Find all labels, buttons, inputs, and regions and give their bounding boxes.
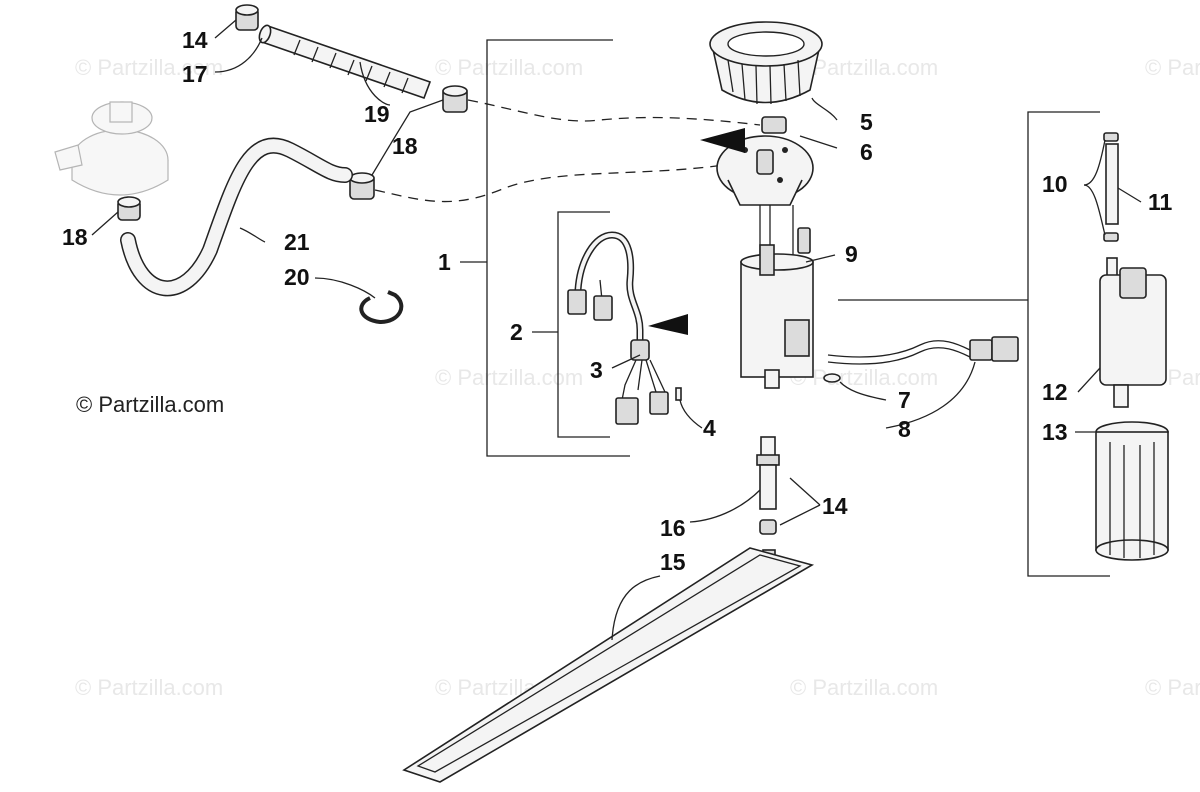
direction-arrow xyxy=(648,314,688,335)
callout-14: 14 xyxy=(822,493,848,519)
watermark: © Partzilla.com xyxy=(435,55,583,80)
hose-clamp xyxy=(117,196,141,221)
watermark: © Partzilla.com xyxy=(75,675,223,700)
lock-ring xyxy=(709,21,823,105)
bracket-assembly-1 xyxy=(460,39,630,457)
fuel-pump xyxy=(1099,132,1167,408)
callout-11: 11 xyxy=(1148,189,1173,215)
callout-15: 15 xyxy=(660,549,686,575)
vent-hose-inner xyxy=(121,139,352,295)
watermark: © Partzilla.com xyxy=(1145,675,1200,700)
callout-19: 19 xyxy=(364,101,390,127)
callout-16: 16 xyxy=(660,515,686,541)
pickup-strainer xyxy=(402,547,815,783)
callout-5: 5 xyxy=(860,109,873,135)
pump-sleeve xyxy=(1095,421,1169,561)
direction-arrow xyxy=(700,128,745,153)
copyright-text: © Partzilla.com xyxy=(76,392,224,417)
bracket-harness-2 xyxy=(532,211,610,438)
callout-18: 18 xyxy=(392,133,418,159)
fuel-vent-valve xyxy=(54,101,169,196)
hose-clamp xyxy=(235,4,259,31)
callout-13: 13 xyxy=(1042,419,1068,445)
callout-14: 14 xyxy=(182,27,208,53)
callout-1: 1 xyxy=(438,249,451,275)
callout-2: 2 xyxy=(510,319,523,345)
callout-4: 4 xyxy=(703,415,716,441)
callout-9: 9 xyxy=(845,241,858,267)
spring-clamp xyxy=(359,290,404,325)
hose-clamp xyxy=(349,172,375,200)
hose-clamp xyxy=(442,85,468,113)
routing-line xyxy=(374,159,756,203)
leader-lines xyxy=(91,19,1142,641)
sender-wire xyxy=(823,336,1019,383)
callout-17: 17 xyxy=(182,61,208,87)
callout-10: 10 xyxy=(1042,171,1068,197)
routing-line xyxy=(467,99,761,126)
wiring-harness xyxy=(567,231,682,425)
callout-7: 7 xyxy=(898,387,911,413)
callout-21: 21 xyxy=(284,229,310,255)
watermark: © Partzilla.com xyxy=(790,675,938,700)
callout-18: 18 xyxy=(62,224,88,250)
callouts: 14 17 19 18 18 21 20 1 2 3 4 5 6 9 7 8 1… xyxy=(62,27,1173,575)
watermark: © Partzilla.com xyxy=(435,365,583,390)
callout-3: 3 xyxy=(590,357,603,383)
watermark-layer: © Partzilla.com © Partzilla.com © Partzi… xyxy=(75,55,1200,700)
callout-20: 20 xyxy=(284,264,310,290)
watermark: © Partzilla.com xyxy=(75,55,223,80)
watermark: © Partzilla.com xyxy=(1145,55,1200,80)
watermark: © Partzilla.com xyxy=(790,365,938,390)
callout-12: 12 xyxy=(1042,379,1068,405)
pump-flange xyxy=(716,116,814,206)
pump-housing xyxy=(740,205,814,389)
callout-8: 8 xyxy=(898,416,911,442)
bracket-pump-group xyxy=(838,111,1110,577)
callout-6: 6 xyxy=(860,139,873,165)
corrugated-hose xyxy=(258,24,432,100)
